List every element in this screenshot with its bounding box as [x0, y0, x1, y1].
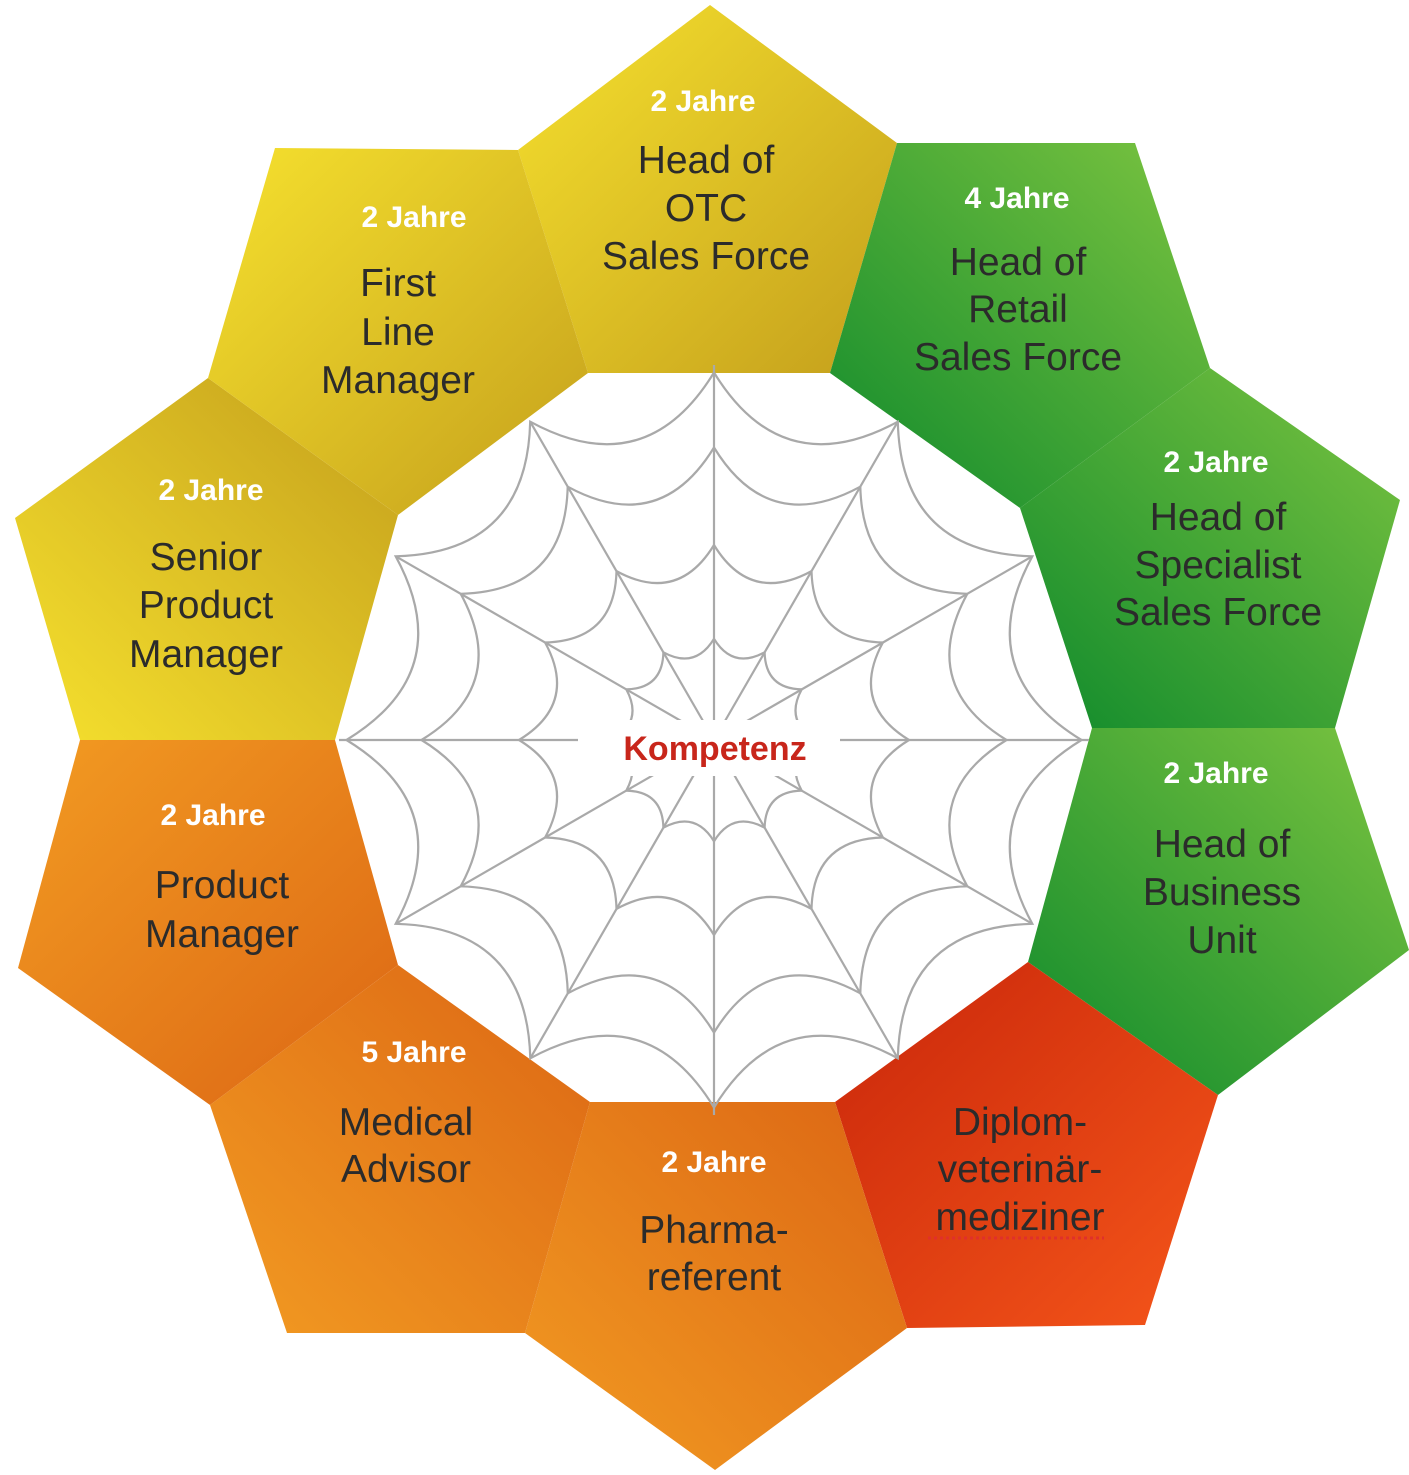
role-line: Retail: [968, 288, 1068, 331]
spider-web: [339, 365, 1089, 1115]
role-line: Product: [155, 864, 290, 907]
role-line: Manager: [129, 633, 283, 676]
web-spoke: [395, 555, 715, 741]
role-line: Head of: [1150, 496, 1287, 539]
years-label: 5 Jahre: [361, 1036, 466, 1069]
role-line: Diplom-: [953, 1101, 1087, 1144]
role-line: Medical: [339, 1101, 473, 1144]
role-line: Unit: [1187, 919, 1257, 962]
web-spoke: [713, 555, 1033, 741]
segment-product-shape: [18, 740, 398, 1105]
segment-pharmareferent: 2 Jahre Pharma- referent: [639, 1146, 789, 1299]
role-line: Manager: [321, 359, 475, 402]
segment-head-of-retail: 4 Jahre Head of Retail Sales Force: [914, 182, 1122, 379]
segment-head-of-business-shape: [1028, 728, 1409, 1095]
web-ring: [344, 371, 1084, 1110]
years-label: 2 Jahre: [1163, 446, 1268, 479]
role-line: Head of: [1154, 823, 1291, 866]
segment-head-of-business-unit: 2 Jahre Head of Business Unit: [1143, 757, 1301, 962]
role-line: Head of: [638, 139, 775, 182]
segment-firstline-shape: [208, 148, 588, 515]
years-label: 2 Jahre: [661, 1146, 766, 1179]
segment-senior-product-manager: 2 Jahre Senior Product Manager: [129, 474, 283, 676]
web-spoke: [713, 421, 899, 741]
role-line: Advisor: [341, 1148, 471, 1191]
segment-head-of-retail-shape: [830, 143, 1210, 508]
years-label: 2 Jahre: [1163, 757, 1268, 790]
role-line: Line: [361, 311, 435, 354]
center-label-backdrop: [578, 720, 840, 776]
role-line: Product: [139, 584, 274, 627]
center-label: Kompetenz: [623, 730, 806, 768]
role-line: Specialist: [1135, 544, 1302, 587]
role-line: OTC: [665, 187, 747, 230]
web-ring: [419, 446, 1009, 1035]
web-ring: [610, 638, 818, 844]
role-line: Pharma-: [639, 1209, 789, 1252]
role-line: mediziner: [935, 1196, 1104, 1239]
segment-senior-shape: [15, 378, 398, 740]
segment-diplom: Diplom- veterinär- mediziner: [928, 1101, 1105, 1240]
segment-pharma-shape: [525, 1102, 907, 1470]
years-label: 4 Jahre: [964, 182, 1069, 215]
segment-medical-advisor: 5 Jahre Medical Advisor: [339, 1036, 473, 1191]
role-line: Head of: [950, 241, 1087, 284]
segment-head-of-otc: 2 Jahre Head of OTC Sales Force: [602, 85, 810, 278]
segment-head-of-otc-shape: [518, 5, 897, 373]
web-ring: [516, 544, 912, 938]
segment-medical-shape: [210, 965, 590, 1333]
role-line: Senior: [150, 536, 263, 579]
years-label: 2 Jahre: [650, 85, 755, 118]
segments-layer: [15, 5, 1409, 1470]
years-label: 2 Jahre: [160, 799, 265, 832]
role-line: Sales Force: [914, 336, 1122, 379]
role-line: Business: [1143, 871, 1301, 914]
web-spoke: [529, 421, 715, 741]
role-line: referent: [647, 1256, 782, 1299]
segment-head-of-specialist-shape: [1020, 368, 1400, 728]
role-line: Sales Force: [602, 235, 810, 278]
role-line: Manager: [145, 913, 299, 956]
years-label: 2 Jahre: [158, 474, 263, 507]
web-spoke: [713, 739, 899, 1059]
segment-product-manager: 2 Jahre Product Manager: [145, 799, 299, 956]
role-line: First: [360, 262, 436, 305]
years-label: 2 Jahre: [361, 201, 466, 234]
segment-texts: 2 Jahre Head of OTC Sales Force 4 Jahre …: [129, 85, 1322, 1299]
web-spoke: [529, 739, 715, 1059]
role-line: veterinär-: [938, 1148, 1103, 1191]
role-line: Sales Force: [1114, 591, 1322, 634]
segment-head-of-specialist: 2 Jahre Head of Specialist Sales Force: [1114, 446, 1322, 634]
segment-first-line-manager: 2 Jahre First Line Manager: [321, 201, 475, 402]
